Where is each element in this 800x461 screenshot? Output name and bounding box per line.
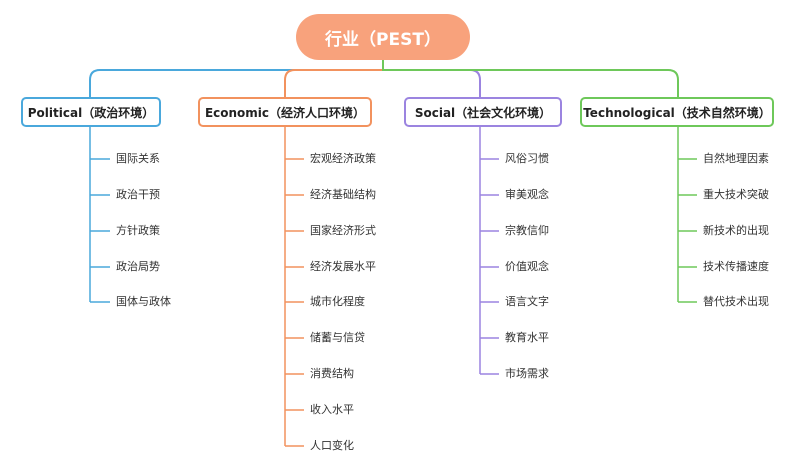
- leaf-technological-4[interactable]: 技术传播速度: [703, 260, 769, 273]
- leaf-economic-3[interactable]: 国家经济形式: [310, 224, 376, 237]
- leaf-technological-1[interactable]: 自然地理因素: [703, 152, 769, 165]
- branch-social[interactable]: Social（社会文化环境）: [404, 97, 562, 127]
- leaf-economic-5[interactable]: 城市化程度: [310, 295, 365, 308]
- connector-political: [89, 60, 384, 97]
- leaf-political-4[interactable]: 政治局势: [116, 260, 160, 273]
- leaf-technological-5[interactable]: 替代技术出现: [703, 295, 769, 308]
- leaf-technological-2[interactable]: 重大技术突破: [703, 188, 769, 201]
- leaf-social-4[interactable]: 价值观念: [505, 260, 549, 273]
- leaf-economic-8[interactable]: 收入水平: [310, 403, 354, 416]
- leaf-economic-6[interactable]: 储蓄与信贷: [310, 331, 365, 344]
- leaf-social-3[interactable]: 宗教信仰: [505, 224, 549, 237]
- branch-technological[interactable]: Technological（技术自然环境）: [580, 97, 774, 127]
- technological-tree-lines: [677, 127, 697, 303]
- connector-social: [382, 60, 481, 97]
- political-tree-lines: [89, 127, 110, 303]
- leaf-political-2[interactable]: 政治干预: [116, 188, 160, 201]
- branch-political[interactable]: Political（政治环境）: [21, 97, 161, 127]
- leaf-social-5[interactable]: 语言文字: [505, 295, 549, 308]
- connector-economic: [284, 60, 384, 97]
- root-node[interactable]: 行业（PEST）: [296, 14, 470, 60]
- leaf-economic-9[interactable]: 人口变化: [310, 439, 354, 452]
- leaf-social-2[interactable]: 审美观念: [505, 188, 549, 201]
- economic-tree-lines: [284, 127, 304, 447]
- leaf-political-3[interactable]: 方针政策: [116, 224, 160, 237]
- connector-technological: [382, 60, 679, 97]
- leaf-social-6[interactable]: 教育水平: [505, 331, 549, 344]
- leaf-economic-2[interactable]: 经济基础结构: [310, 188, 376, 201]
- leaf-economic-1[interactable]: 宏观经济政策: [310, 152, 376, 165]
- branch-economic[interactable]: Economic（经济人口环境）: [198, 97, 372, 127]
- leaf-social-7[interactable]: 市场需求: [505, 367, 549, 380]
- leaf-economic-7[interactable]: 消费结构: [310, 367, 354, 380]
- leaf-technological-3[interactable]: 新技术的出现: [703, 224, 769, 237]
- leaf-political-1[interactable]: 国际关系: [116, 152, 160, 165]
- leaf-social-1[interactable]: 风俗习惯: [505, 152, 549, 165]
- leaf-political-5[interactable]: 国体与政体: [116, 295, 171, 308]
- social-tree-lines: [479, 127, 499, 375]
- leaf-economic-4[interactable]: 经济发展水平: [310, 260, 376, 273]
